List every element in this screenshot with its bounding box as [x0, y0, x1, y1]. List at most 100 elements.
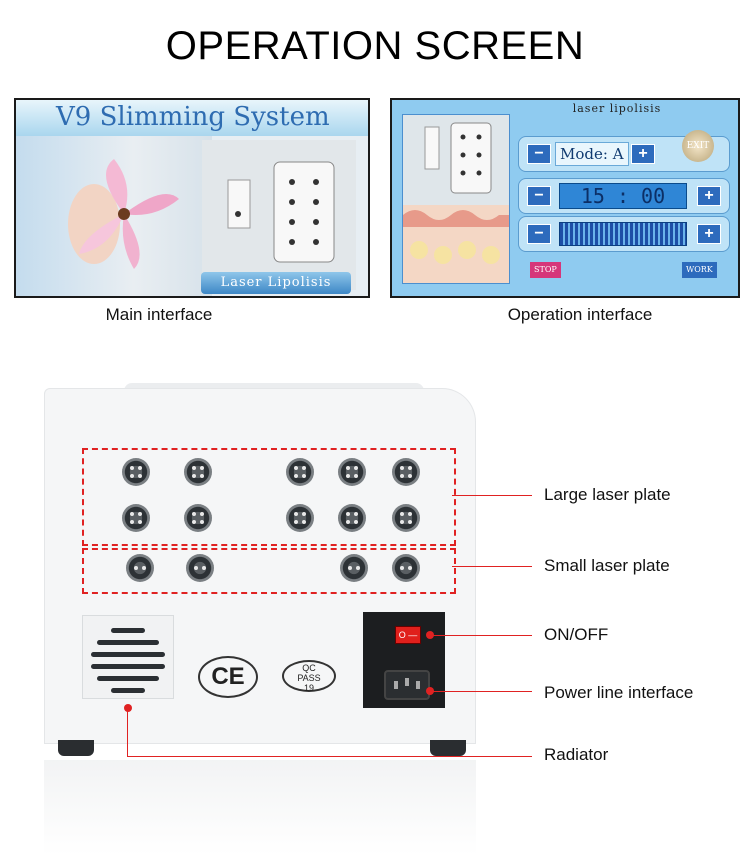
screen-banner: [16, 100, 368, 136]
small-plate-connector[interactable]: [340, 554, 368, 582]
intensity-row: − +: [518, 216, 730, 252]
on-off-leader: [430, 635, 532, 636]
connector-pin: [138, 474, 142, 478]
mode-minus-button[interactable]: −: [527, 144, 551, 164]
face-image: [16, 136, 212, 296]
mode-plus-button[interactable]: +: [631, 144, 655, 164]
connector-pin: [294, 520, 298, 524]
operation-heading: laser lipolisis: [572, 102, 662, 115]
large-plate-connector[interactable]: [286, 504, 314, 532]
large-plate-connector[interactable]: [122, 458, 150, 486]
connector-pin: [346, 474, 350, 478]
connector-pin: [134, 566, 138, 570]
connector-pin: [294, 474, 298, 478]
radiator-leader: [127, 756, 532, 757]
radiator-leader-vertical: [127, 708, 128, 756]
laser-lipolisis-button[interactable]: Laser Lipolisis: [201, 272, 351, 294]
small-plate-label: Small laser plate: [544, 556, 670, 575]
connector-pin: [200, 466, 204, 470]
connector-pin: [346, 520, 350, 524]
connector-pin: [138, 512, 142, 516]
time-plus-button[interactable]: +: [697, 186, 721, 206]
connector-pin: [408, 566, 412, 570]
connector-pin: [202, 566, 206, 570]
work-button[interactable]: WORK: [682, 262, 717, 278]
power-leader: [430, 691, 532, 692]
device-foot-left: [58, 740, 94, 756]
large-plate-label: Large laser plate: [544, 485, 671, 504]
small-plate-connector[interactable]: [186, 554, 214, 582]
connector-pin: [354, 512, 358, 516]
connector-pin: [192, 466, 196, 470]
intensity-minus-button[interactable]: −: [527, 224, 551, 244]
connector-pin: [302, 466, 306, 470]
large-plate-connector[interactable]: [392, 504, 420, 532]
device-foot-right: [430, 740, 466, 756]
stop-button[interactable]: STOP: [530, 262, 561, 278]
connector-pin: [408, 520, 412, 524]
small-plate-connector[interactable]: [392, 554, 420, 582]
connector-pin: [346, 466, 350, 470]
connector-pin: [354, 520, 358, 524]
connector-pin: [138, 520, 142, 524]
connector-pin: [200, 512, 204, 516]
large-plate-connector[interactable]: [184, 458, 212, 486]
on-off-label: ON/OFF: [544, 625, 609, 644]
connector-pin: [194, 566, 198, 570]
connector-pin: [294, 512, 298, 516]
connector-pin: [192, 474, 196, 478]
radiator-label: Radiator: [544, 745, 609, 764]
connector-pin: [348, 566, 352, 570]
large-plate-connector[interactable]: [122, 504, 150, 532]
large-plate-highlight: [82, 448, 456, 546]
on-off-leader-dot: [426, 631, 434, 639]
large-plate-connector[interactable]: [286, 458, 314, 486]
large-plate-connector[interactable]: [338, 458, 366, 486]
connector-pin: [302, 512, 306, 516]
connector-pin: [356, 566, 360, 570]
qc-line1: QC: [302, 663, 316, 673]
radiator-grille: [82, 615, 174, 699]
small-plate-connector[interactable]: [126, 554, 154, 582]
intensity-bar: [559, 222, 687, 246]
connector-pin: [200, 520, 204, 524]
page-title: OPERATION SCREEN: [165, 24, 585, 68]
large-plate-connector[interactable]: [392, 458, 420, 486]
connector-pin: [354, 466, 358, 470]
large-plate-connector[interactable]: [184, 504, 212, 532]
connector-pin: [346, 512, 350, 516]
qc-line3: 19: [303, 683, 314, 693]
operation-interface-screen: laser lipolisis − Mode: A + EXIT − 15 : …: [390, 98, 740, 298]
lily-flower-icon: [68, 159, 179, 269]
connector-pin: [400, 520, 404, 524]
radiator-leader-dot: [124, 704, 132, 712]
qc-line2: PASS: [297, 673, 321, 683]
connector-pin: [130, 466, 134, 470]
connector-pin: [294, 466, 298, 470]
connector-pin: [408, 474, 412, 478]
connector-pin: [130, 474, 134, 478]
treatment-diagram: [202, 140, 356, 290]
system-title: V9 Slimming System: [56, 102, 330, 132]
connector-pin: [408, 466, 412, 470]
power-line-label: Power line interface: [544, 683, 694, 702]
exit-button[interactable]: EXIT: [682, 130, 714, 162]
time-row: − 15 : 00 +: [518, 178, 730, 214]
floor-reflection: [44, 760, 476, 855]
main-interface-screen: V9 Slimming System Laser Lipolisis: [14, 98, 370, 298]
on-off-switch[interactable]: O —: [395, 626, 421, 644]
large-plate-connector[interactable]: [338, 504, 366, 532]
mode-value: Mode: A: [555, 142, 629, 166]
time-minus-button[interactable]: −: [527, 186, 551, 206]
connector-pin: [192, 520, 196, 524]
operation-interface-caption: Operation interface: [507, 305, 653, 324]
connector-pin: [354, 474, 358, 478]
qc-pass-sticker: QC PASS 19: [282, 660, 336, 693]
connector-pin: [142, 566, 146, 570]
connector-pin: [400, 566, 404, 570]
connector-pin: [400, 466, 404, 470]
connector-pin: [302, 520, 306, 524]
power-socket: [384, 670, 430, 700]
connector-pin: [130, 512, 134, 516]
intensity-plus-button[interactable]: +: [697, 224, 721, 244]
